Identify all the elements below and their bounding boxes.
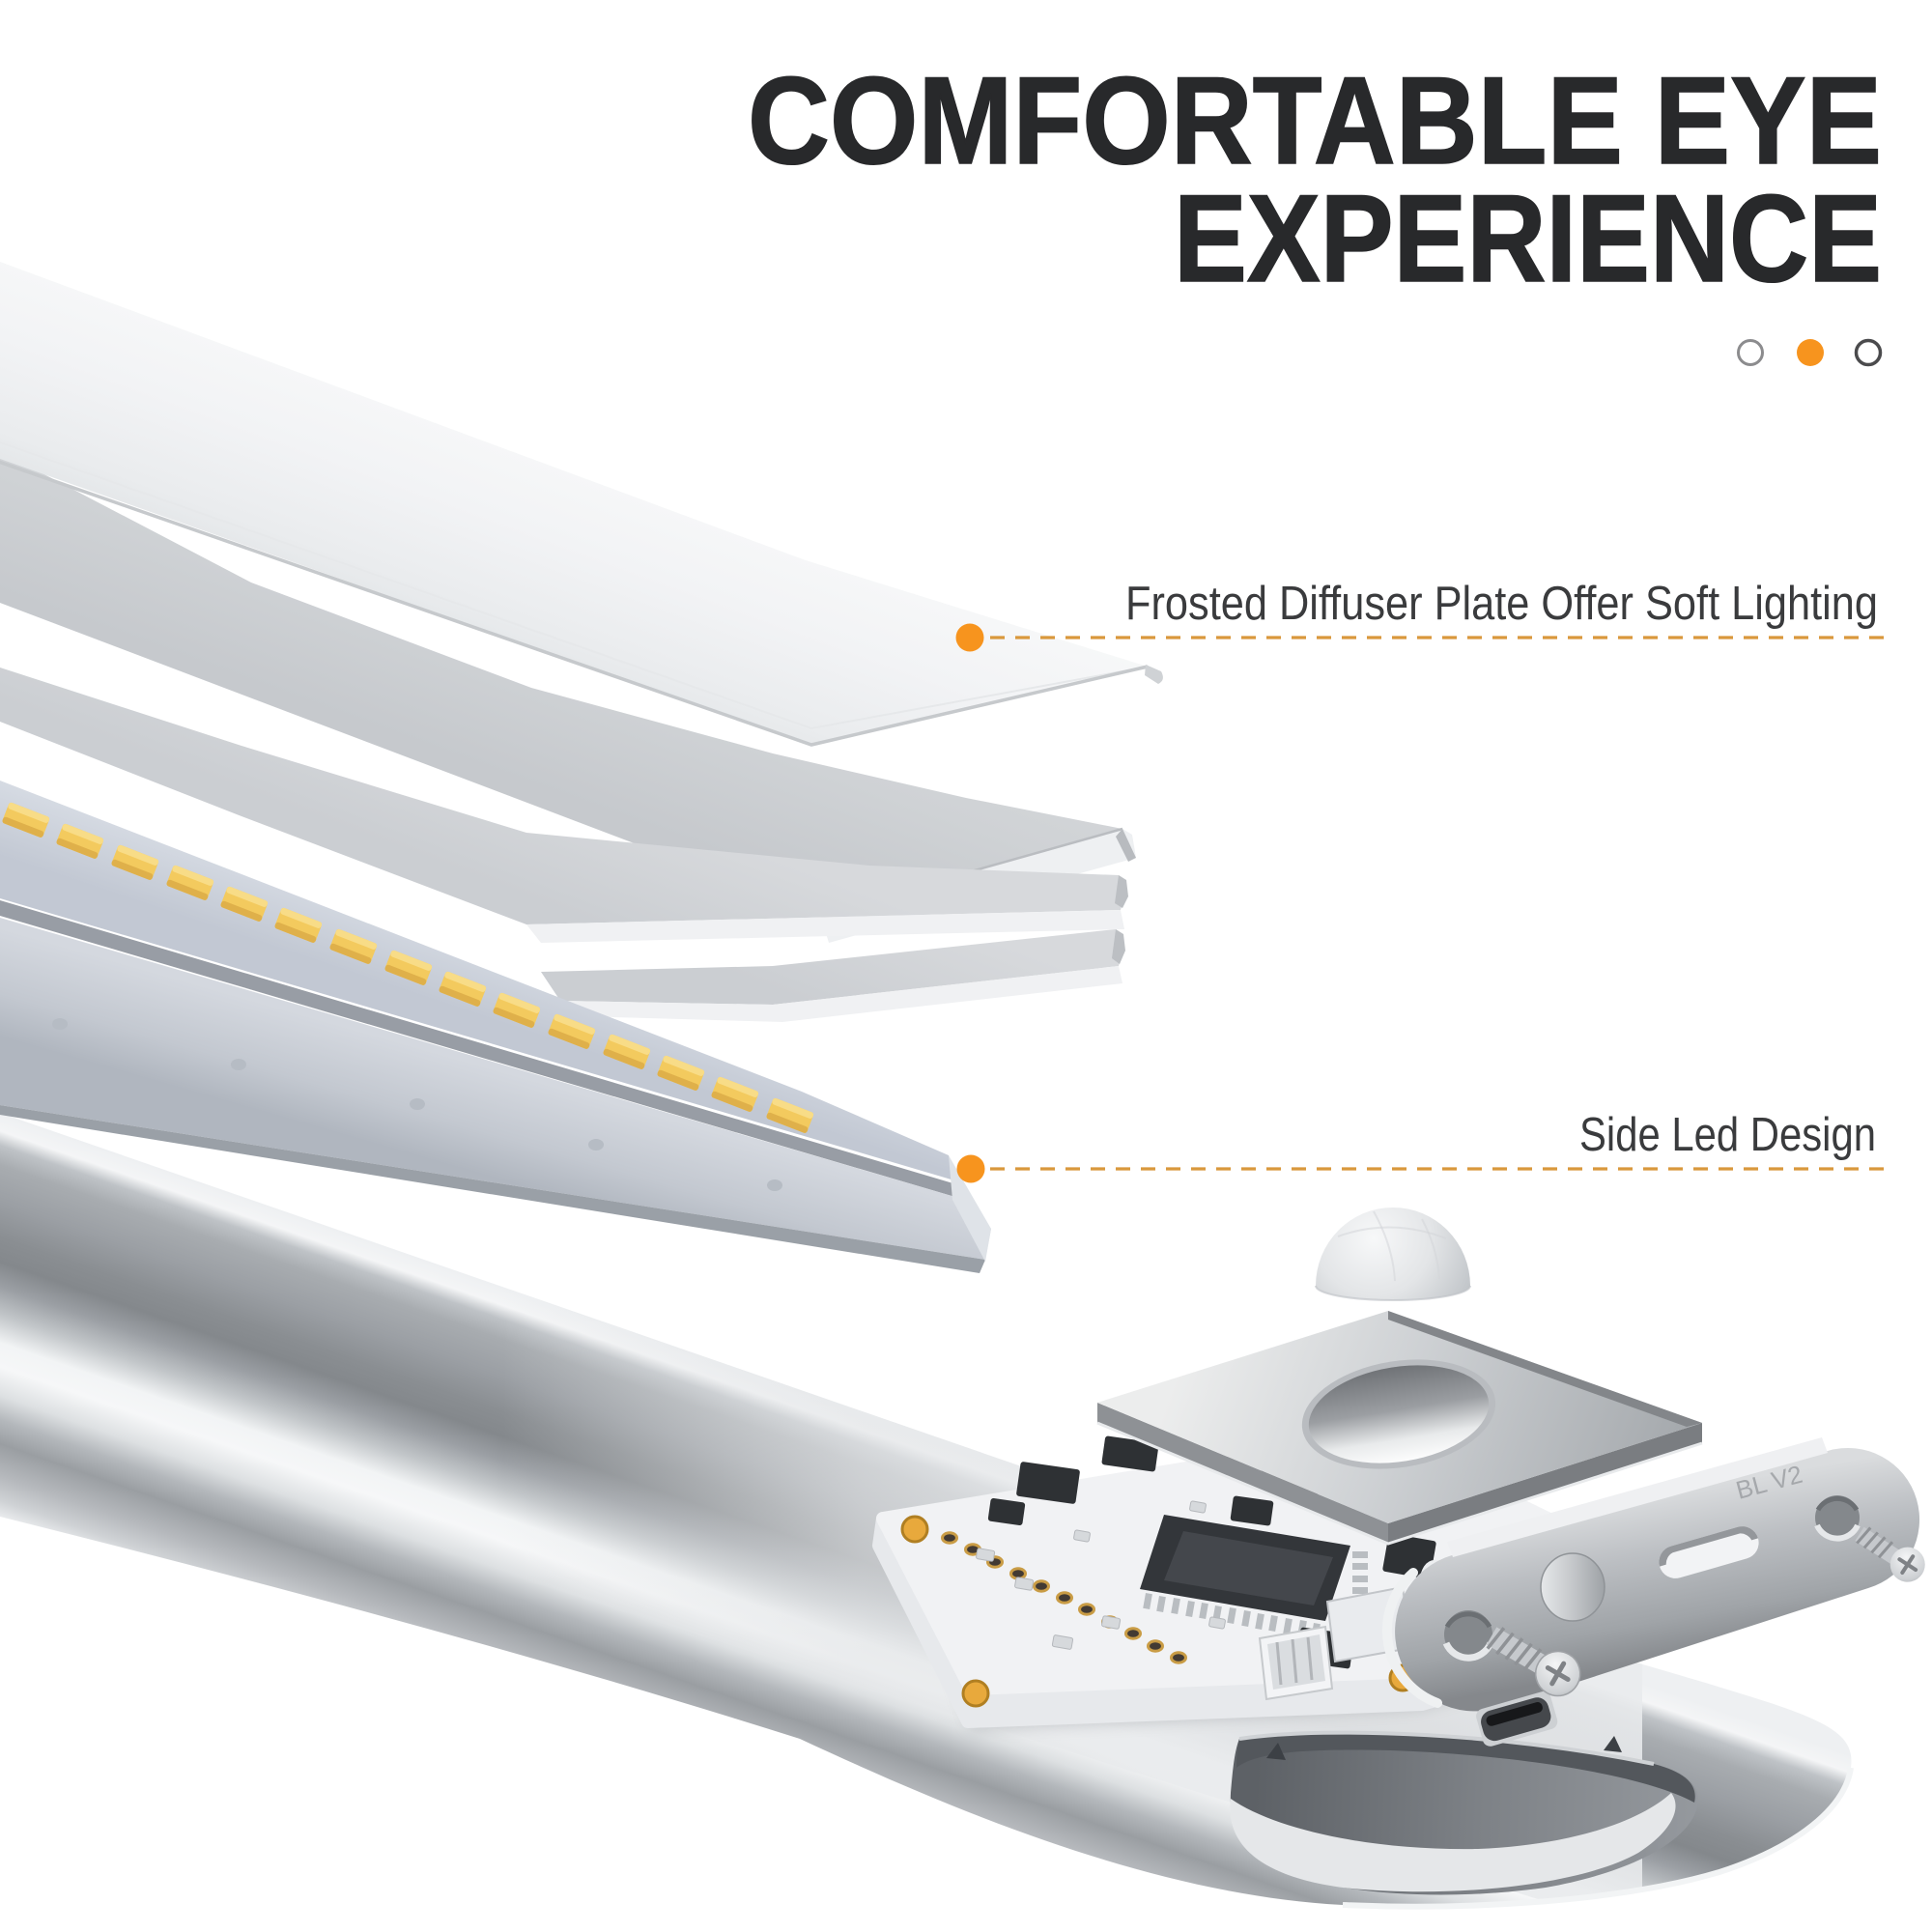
svg-text:Frosted Diffuser Plate Offer S: Frosted Diffuser Plate Offer Soft Lighti… — [1125, 578, 1878, 630]
svg-text:EXPERIENCE: EXPERIENCE — [1174, 170, 1882, 308]
svg-text:COMFORTABLE EYE: COMFORTABLE EYE — [748, 52, 1882, 190]
svg-text:Side Led Design: Side Led Design — [1579, 1109, 1876, 1161]
